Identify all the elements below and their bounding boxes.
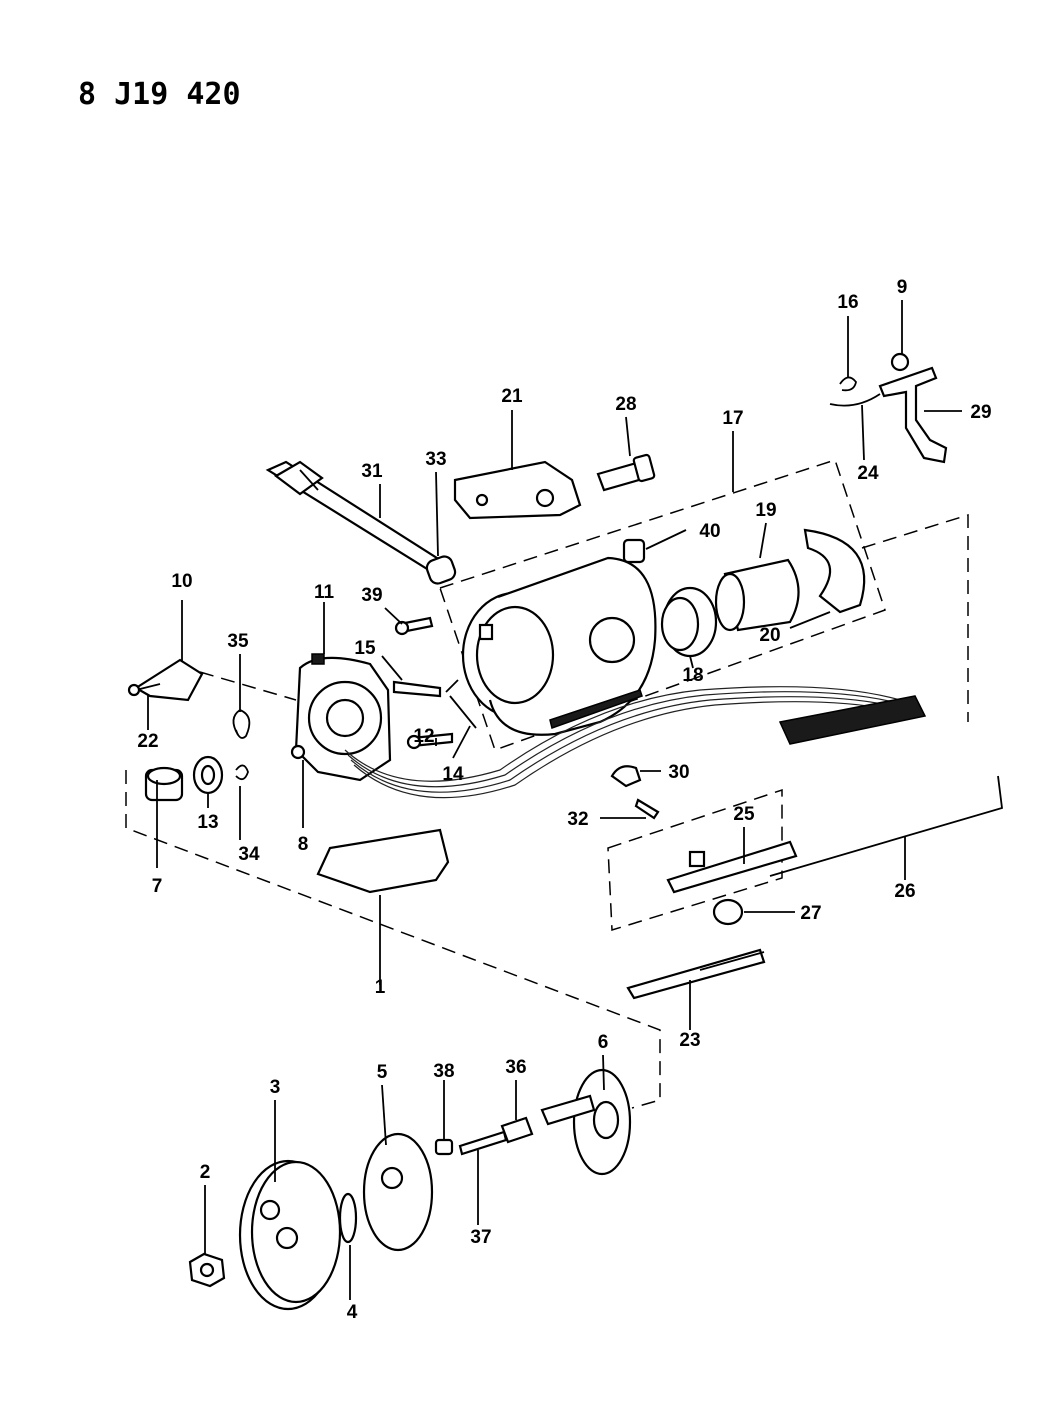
callout-39: 39 bbox=[361, 585, 382, 606]
callout-9: 9 bbox=[897, 277, 908, 298]
part-28-screw bbox=[596, 453, 656, 492]
callout-labels: 1 2 3 4 5 6 7 8 9 10 11 12 13 14 15 16 1… bbox=[137, 277, 991, 1323]
callout-10: 10 bbox=[171, 571, 192, 592]
part-3-pulley bbox=[238, 1159, 342, 1311]
part-22-screw bbox=[127, 683, 161, 697]
callout-28: 28 bbox=[615, 394, 636, 415]
callout-30: 30 bbox=[668, 762, 689, 783]
part-30-knob bbox=[610, 765, 642, 788]
callout-12: 12 bbox=[413, 726, 434, 747]
callout-20: 20 bbox=[759, 625, 780, 646]
part-14-pivot bbox=[445, 679, 477, 729]
part-17-column-housing bbox=[461, 556, 657, 736]
callout-25: 25 bbox=[733, 804, 755, 825]
reference-code: 8 J19 420 bbox=[78, 77, 241, 112]
part-23-bolt bbox=[626, 948, 766, 1000]
callout-22: 22 bbox=[137, 731, 158, 752]
callout-5: 5 bbox=[377, 1062, 388, 1083]
callout-36: 36 bbox=[505, 1057, 526, 1078]
part-10-actuator bbox=[133, 658, 204, 702]
part-18-sleeve bbox=[660, 586, 718, 658]
part-1-bracket bbox=[316, 828, 450, 894]
part-7-bushing bbox=[144, 766, 184, 802]
callout-3: 3 bbox=[270, 1077, 281, 1098]
part-35-spring bbox=[232, 708, 251, 739]
callout-14: 14 bbox=[442, 764, 464, 785]
part-11-switch-assembly bbox=[294, 653, 392, 782]
part-20-plate bbox=[803, 528, 866, 614]
callout-13: 13 bbox=[197, 812, 218, 833]
callout-33: 33 bbox=[425, 449, 446, 470]
part-26-rod bbox=[769, 775, 1003, 877]
callout-31: 31 bbox=[361, 461, 383, 482]
callout-11: 11 bbox=[314, 582, 335, 603]
wiring-harness bbox=[344, 686, 927, 799]
callout-37: 37 bbox=[470, 1227, 491, 1248]
part-25-rack bbox=[666, 840, 798, 894]
callout-8: 8 bbox=[298, 834, 309, 855]
callout-21: 21 bbox=[501, 386, 523, 407]
callout-2: 2 bbox=[200, 1162, 211, 1183]
part-38-bushing bbox=[434, 1138, 454, 1156]
part-19-lock-sleeve bbox=[714, 558, 800, 632]
wiring-group-outline bbox=[861, 513, 969, 722]
callout-40: 40 bbox=[699, 521, 720, 542]
callout-16: 16 bbox=[837, 292, 858, 313]
callout-6: 6 bbox=[598, 1032, 609, 1053]
base-group-outline bbox=[125, 770, 661, 1109]
part-16-spring bbox=[829, 376, 881, 407]
part-6-shaft-flange bbox=[540, 1068, 632, 1176]
callout-29: 29 bbox=[970, 402, 991, 423]
part-40-bushing bbox=[622, 538, 646, 564]
callout-27: 27 bbox=[800, 903, 821, 924]
callout-1: 1 bbox=[375, 977, 386, 998]
part-12-screw bbox=[406, 732, 454, 750]
switch-leader-dash bbox=[199, 671, 297, 701]
part-21-housing-cover bbox=[453, 460, 582, 520]
callout-34: 34 bbox=[238, 844, 260, 865]
part-27-bushing bbox=[712, 898, 744, 926]
callout-7: 7 bbox=[152, 876, 163, 897]
callout-4: 4 bbox=[347, 1302, 358, 1323]
part-8-screw bbox=[290, 744, 306, 760]
part-4-ring bbox=[338, 1192, 358, 1244]
callout-35: 35 bbox=[227, 631, 249, 652]
callout-19: 19 bbox=[755, 500, 776, 521]
part-29-shaft-arm bbox=[878, 366, 948, 464]
part-37-pin bbox=[458, 1130, 508, 1156]
callout-15: 15 bbox=[354, 638, 376, 659]
part-31-lever bbox=[265, 460, 442, 574]
callout-32: 32 bbox=[567, 809, 588, 830]
callout-17: 17 bbox=[722, 408, 743, 429]
part-32-screw bbox=[634, 798, 660, 820]
callout-24: 24 bbox=[857, 463, 879, 484]
part-24-leader bbox=[861, 404, 865, 461]
part-9-washer bbox=[890, 352, 910, 372]
lock-rack-group-outline bbox=[607, 788, 783, 931]
part-13-washer bbox=[192, 755, 224, 795]
leader-lines bbox=[147, 300, 962, 1300]
part-2-nut bbox=[188, 1252, 226, 1288]
part-33-knob bbox=[425, 555, 457, 585]
part-34-clip bbox=[235, 764, 249, 781]
callout-23: 23 bbox=[679, 1030, 700, 1051]
callout-26: 26 bbox=[894, 881, 915, 902]
part-15-pin bbox=[392, 680, 442, 698]
part-5-cam bbox=[362, 1132, 434, 1252]
callout-38: 38 bbox=[433, 1061, 454, 1082]
part-39-screw bbox=[394, 616, 434, 636]
part-36-spring bbox=[500, 1116, 534, 1144]
callout-18: 18 bbox=[682, 665, 703, 686]
